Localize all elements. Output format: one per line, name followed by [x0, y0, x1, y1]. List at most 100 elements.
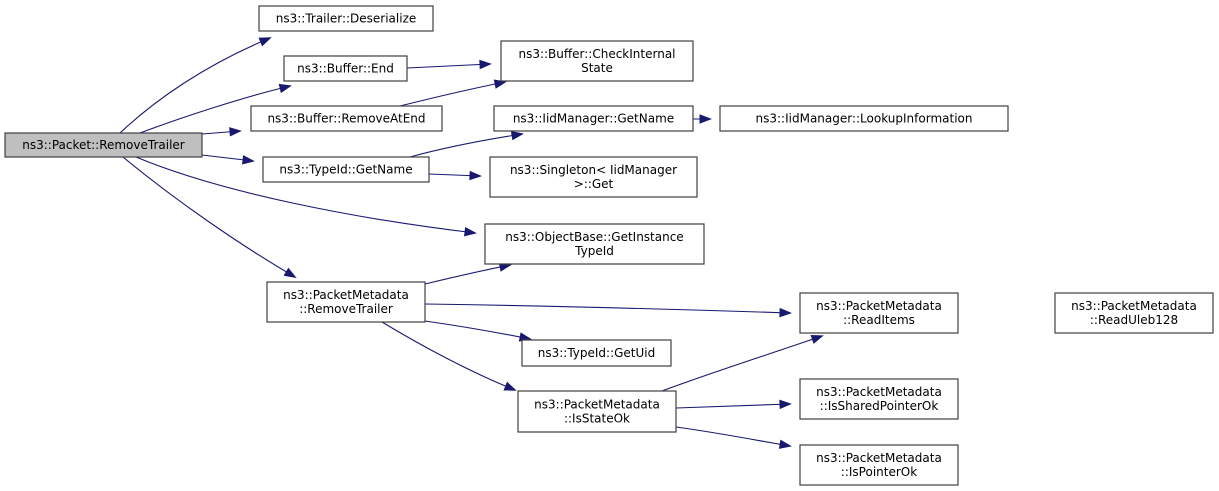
- node-buffer-removeatend[interactable]: ns3::Buffer::RemoveAtEnd: [250, 105, 443, 132]
- node-box[interactable]: [500, 40, 694, 82]
- node-box[interactable]: [719, 105, 1009, 132]
- edge-arrowhead: [283, 267, 297, 278]
- edge-typeid_getname-to-singleton_get: [428, 170, 482, 181]
- edge-root-to-typeid_getname: [201, 154, 255, 165]
- edge-line: [399, 81, 506, 107]
- edge-pm_removetrailer-to-objectbase_getinstancetypeid: [424, 262, 512, 285]
- node-pm-readuleb128[interactable]: ns3::PacketMetadata::ReadUleb128: [1054, 292, 1214, 334]
- edge-arrowhead: [479, 59, 492, 70]
- edge-line: [381, 321, 516, 391]
- edge-pm_isstateok-to-pm_issharedpointerok: [675, 399, 792, 410]
- edge-arrowhead: [503, 381, 517, 391]
- edge-root-to-buffer_end: [139, 83, 292, 134]
- node-label: ns3::PacketMetadata: [816, 299, 942, 313]
- node-label: ns3::PacketMetadata: [816, 385, 942, 399]
- edge-line: [409, 133, 523, 158]
- node-label: ns3::IidManager::GetName: [513, 112, 674, 126]
- edge-arrowhead: [778, 439, 792, 449]
- edge-arrowhead: [699, 114, 712, 124]
- node-buffer-end[interactable]: ns3::Buffer::End: [283, 55, 408, 82]
- node-box[interactable]: [799, 378, 959, 420]
- node-typeid-getname[interactable]: ns3::TypeId::GetName: [262, 156, 430, 183]
- edge-line: [119, 37, 271, 134]
- node-box[interactable]: [1054, 292, 1214, 334]
- node-label: >::Get: [574, 177, 614, 191]
- node-box[interactable]: [262, 156, 430, 183]
- node-label: ns3::PacketMetadata: [534, 398, 660, 412]
- edge-root-to-objectbase_getinstancetypeid: [135, 156, 477, 237]
- node-singleton-get[interactable]: ns3::Singleton< IidManager>::Get: [489, 156, 698, 198]
- node-box[interactable]: [799, 444, 959, 486]
- node-box[interactable]: [521, 339, 672, 367]
- edge-arrowhead: [278, 83, 292, 94]
- node-box[interactable]: [489, 156, 698, 198]
- edge-iidmanager_getname-to-iidmanager_lookupinformation: [693, 114, 712, 124]
- node-box[interactable]: [799, 292, 959, 334]
- node-label: ::IsStateOk: [564, 412, 630, 426]
- edge-arrowhead: [510, 130, 524, 141]
- edge-buffer_end-to-buffer_checkinternalstate: [406, 59, 492, 70]
- node-label: TypeId: [574, 244, 614, 258]
- node-box[interactable]: [493, 105, 694, 132]
- node-box[interactable]: [266, 281, 426, 323]
- edge-buffer_removeatend-to-buffer_checkinternalstate: [399, 79, 507, 107]
- node-label: ::RemoveTrailer: [299, 302, 393, 316]
- edge-pm_removetrailer-to-typeid_getuid: [424, 320, 532, 342]
- node-pm-issharedpointerok[interactable]: ns3::PacketMetadata::IsSharedPointerOk: [799, 378, 959, 420]
- edge-typeid_getname-to-iidmanager_getname: [409, 130, 524, 158]
- node-label: ::IsSharedPointerOk: [820, 399, 939, 413]
- node-label: ::ReadItems: [843, 313, 915, 327]
- node-label: ns3::TypeId::GetName: [279, 163, 412, 177]
- node-label: ::IsPointerOk: [841, 465, 917, 479]
- node-trailer-deserialize[interactable]: ns3::Trailer::Deserialize: [258, 5, 434, 32]
- node-label: ns3::Packet::RemoveTrailer: [22, 138, 185, 152]
- edge-root-to-pm_removetrailer: [122, 156, 297, 278]
- node-label: ns3::ObjectBase::GetInstance: [505, 230, 683, 244]
- edge-arrowhead: [229, 127, 242, 137]
- node-box[interactable]: [258, 5, 434, 32]
- edge-line: [406, 63, 491, 69]
- edge-arrowhead: [779, 307, 792, 318]
- node-label: State: [581, 61, 613, 75]
- node-label: ns3::Buffer::RemoveAtEnd: [267, 112, 425, 126]
- node-root[interactable]: ns3::Packet::RemoveTrailer: [4, 132, 203, 158]
- edge-pm_isstateok-to-pm_ispointerok: [675, 426, 792, 449]
- node-box[interactable]: [4, 132, 203, 158]
- edge-line: [135, 156, 476, 234]
- edge-arrowhead: [810, 334, 824, 344]
- edge-line: [424, 320, 531, 340]
- node-box[interactable]: [283, 55, 408, 82]
- edge-pm_removetrailer-to-pm_isstateok: [381, 321, 517, 391]
- node-typeid-getuid[interactable]: ns3::TypeId::GetUid: [521, 339, 672, 367]
- node-label: ns3::Trailer::Deserialize: [276, 12, 417, 26]
- node-label: ns3::PacketMetadata: [283, 288, 409, 302]
- edge-arrowhead: [779, 399, 792, 410]
- nodes-layer: ns3::Packet::RemoveTrailer ns3::Trailer::…: [4, 5, 1214, 486]
- edge-line: [675, 426, 791, 447]
- node-pm-removetrailer[interactable]: ns3::PacketMetadata::RemoveTrailer: [266, 281, 426, 323]
- node-label: ns3::Buffer::CheckInternal: [518, 47, 675, 61]
- node-box[interactable]: [250, 105, 443, 132]
- node-box[interactable]: [484, 223, 705, 265]
- edge-root-to-buffer_removeatend: [201, 127, 242, 137]
- edge-line: [139, 85, 291, 134]
- node-label: ns3::PacketMetadata: [1071, 299, 1197, 313]
- node-pm-isstateok[interactable]: ns3::PacketMetadata::IsStateOk: [517, 390, 677, 433]
- node-pm-readitems[interactable]: ns3::PacketMetadata::ReadItems: [799, 292, 959, 334]
- edge-arrowhead: [493, 79, 507, 89]
- node-label: ns3::PacketMetadata: [816, 451, 942, 465]
- node-label: ns3::Singleton< IidManager: [510, 163, 677, 177]
- node-pm-ispointerok[interactable]: ns3::PacketMetadata::IsPointerOk: [799, 444, 959, 486]
- node-label: ns3::IidManager::LookupInformation: [756, 112, 973, 126]
- node-box[interactable]: [517, 390, 677, 433]
- edge-line: [424, 303, 791, 314]
- edge-line: [661, 335, 823, 392]
- edge-line: [424, 264, 511, 285]
- edge-arrowhead: [242, 155, 255, 165]
- node-iidmanager-getname[interactable]: ns3::IidManager::GetName: [493, 105, 694, 132]
- edge-pm_removetrailer-to-pm_readitems: [424, 303, 792, 318]
- node-iidmanager-lookupinformation[interactable]: ns3::IidManager::LookupInformation: [719, 105, 1009, 132]
